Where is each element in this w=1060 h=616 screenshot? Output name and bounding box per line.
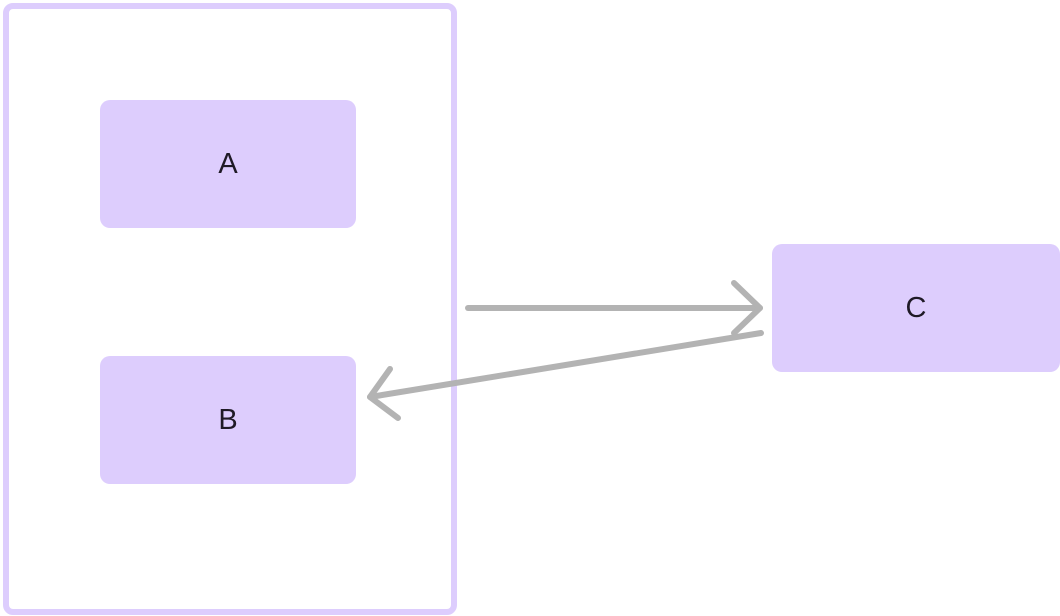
node-b[interactable]: B — [100, 356, 356, 484]
node-b-label: B — [218, 403, 238, 436]
node-c[interactable]: C — [772, 244, 1060, 372]
node-c-label: C — [905, 291, 927, 324]
group-container[interactable] — [3, 3, 457, 615]
node-a-label: A — [218, 147, 238, 180]
node-a[interactable]: A — [100, 100, 356, 228]
edge-group-to-c-arrowhead — [731, 280, 763, 336]
edge-group-to-c[interactable] — [465, 280, 763, 336]
